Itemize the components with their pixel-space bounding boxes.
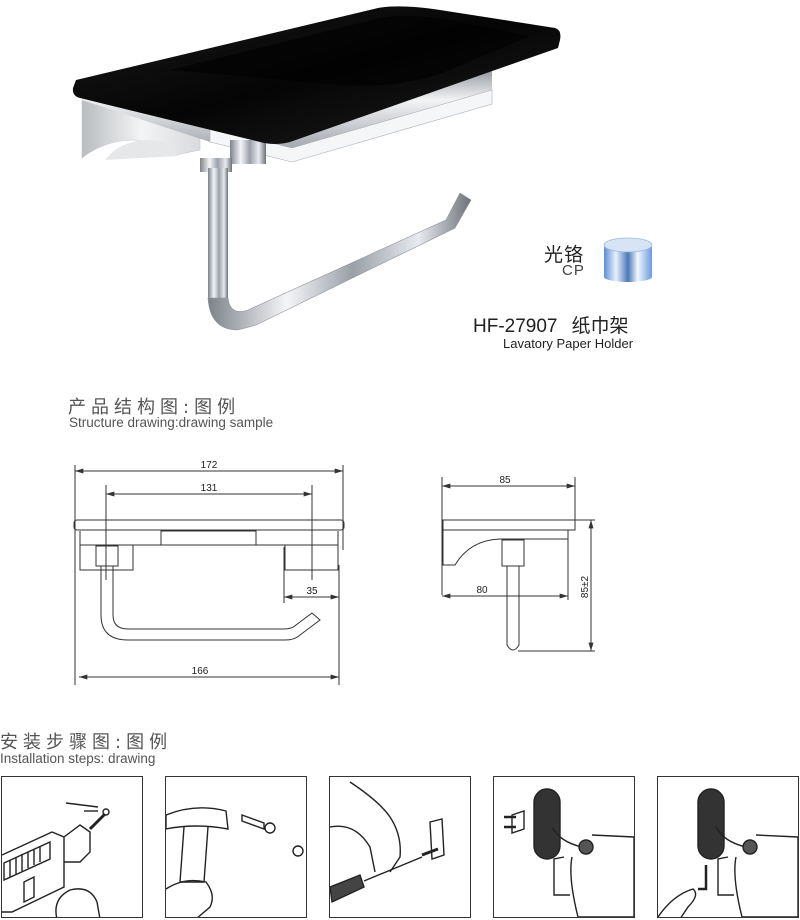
- hammer-anchor-icon: [166, 807, 304, 917]
- installation-heading-en: Installation steps: drawing: [0, 751, 156, 766]
- installation-step-1: [1, 776, 143, 918]
- mount-bracket-icon: [504, 788, 634, 917]
- svg-text:85: 85: [499, 475, 511, 486]
- product-render: [72, 6, 561, 331]
- front-view-drawing: 172 131 35 166: [73, 460, 345, 685]
- hex-key-icon: [658, 788, 798, 917]
- finish-label-cn: 光铬: [544, 244, 585, 266]
- installation-step-2: [165, 776, 307, 918]
- chrome-finish-swatch-icon: [603, 237, 653, 282]
- side-view-drawing: 85 80 85±2: [441, 475, 595, 652]
- svg-text:35: 35: [306, 586, 318, 597]
- svg-text:172: 172: [201, 460, 218, 471]
- svg-text:166: 166: [192, 666, 209, 677]
- drill-icon: [2, 802, 110, 917]
- installation-step-3: [329, 776, 471, 918]
- model-number: HF-27907: [473, 316, 558, 337]
- product-name-cn: 纸巾架: [571, 315, 629, 337]
- structure-heading-en: Structure drawing:drawing sample: [69, 415, 274, 430]
- svg-text:80: 80: [476, 585, 488, 596]
- structure-heading-cn: 产品结构图:图例: [68, 397, 241, 418]
- installation-step-5: [657, 776, 799, 918]
- screwdriver-icon: [330, 781, 445, 904]
- model-title: HF-27907 纸巾架: [473, 311, 629, 338]
- svg-text:85±2: 85±2: [580, 575, 591, 598]
- product-name-en: Lavatory Paper Holder: [503, 336, 634, 351]
- finish-label-en: CP: [562, 262, 585, 279]
- installation-step-4: [493, 776, 635, 918]
- svg-text:131: 131: [201, 483, 218, 494]
- installation-heading-cn: 安装步骤图:图例: [0, 732, 173, 753]
